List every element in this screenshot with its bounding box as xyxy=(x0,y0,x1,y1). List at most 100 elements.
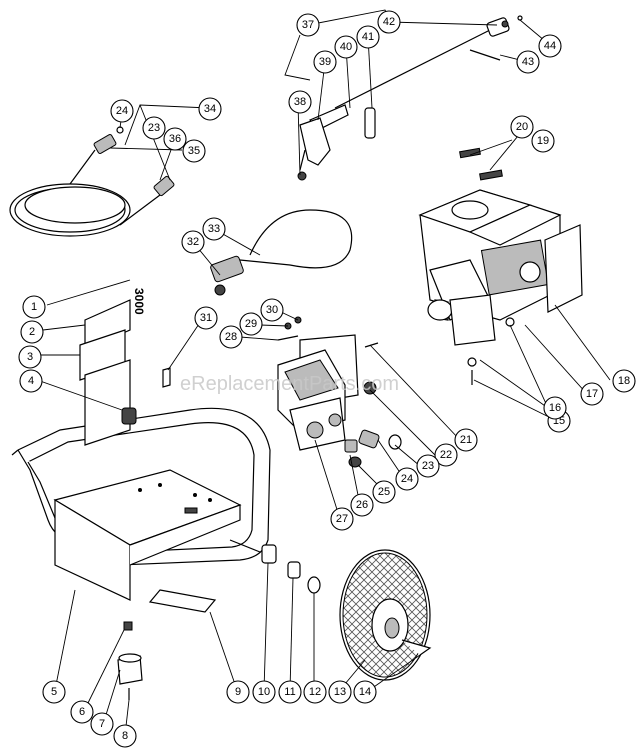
callout-5: 5 xyxy=(42,680,66,704)
svg-text:34: 34 xyxy=(204,103,216,115)
svg-text:8: 8 xyxy=(122,730,128,742)
engine-model-label: 3000 xyxy=(132,288,146,315)
callout-23: 23 xyxy=(416,454,440,478)
svg-text:7: 7 xyxy=(99,718,105,730)
svg-text:16: 16 xyxy=(549,402,561,414)
callout-21: 21 xyxy=(454,428,478,452)
svg-text:3: 3 xyxy=(27,351,33,363)
callout-12: 12 xyxy=(303,680,327,704)
svg-text:28: 28 xyxy=(225,331,237,343)
svg-text:42: 42 xyxy=(383,16,395,28)
callout-6: 6 xyxy=(70,700,94,724)
callout-10: 10 xyxy=(252,680,276,704)
callout-37: 37 xyxy=(296,13,320,37)
pump-part xyxy=(277,316,402,468)
svg-text:41: 41 xyxy=(362,31,374,43)
callout-24b: 24 xyxy=(110,99,134,123)
rubber-foot xyxy=(117,621,143,700)
callout-13: 13 xyxy=(328,680,352,704)
svg-text:35: 35 xyxy=(188,145,200,157)
svg-text:33: 33 xyxy=(208,223,220,235)
watermark: eReplacementParts.com xyxy=(180,373,399,395)
axle-spacers xyxy=(261,544,321,594)
callout-32: 32 xyxy=(181,230,205,254)
callout-26: 26 xyxy=(350,493,374,517)
garden-hose-adapter xyxy=(210,209,353,296)
callout-9: 9 xyxy=(226,680,250,704)
svg-text:12: 12 xyxy=(309,686,321,698)
callout-40: 40 xyxy=(334,35,358,59)
callout-11: 11 xyxy=(278,680,302,704)
svg-text:2: 2 xyxy=(29,326,35,338)
callout-4: 4 xyxy=(19,369,43,393)
bumper-and-screw xyxy=(121,367,171,425)
callout-30: 30 xyxy=(260,298,284,322)
svg-text:25: 25 xyxy=(378,486,390,498)
high-pressure-hose xyxy=(9,126,175,237)
callout-group: 1 2 3 4 5 6 7 8 9 10 11 12 13 14 15 16 1… xyxy=(18,10,636,748)
svg-text:44: 44 xyxy=(544,40,556,52)
svg-text:27: 27 xyxy=(336,513,348,525)
svg-text:29: 29 xyxy=(245,318,257,330)
svg-text:21: 21 xyxy=(460,434,472,446)
svg-text:39: 39 xyxy=(319,56,331,68)
svg-text:19: 19 xyxy=(537,135,549,147)
svg-text:22: 22 xyxy=(440,449,452,461)
callout-35: 35 xyxy=(182,139,206,163)
frame-part xyxy=(11,299,271,613)
callout-2: 2 xyxy=(20,320,44,344)
callout-33: 33 xyxy=(202,217,226,241)
svg-text:10: 10 xyxy=(258,686,270,698)
svg-text:37: 37 xyxy=(302,19,314,31)
callout-31: 31 xyxy=(194,306,218,330)
svg-text:31: 31 xyxy=(200,312,212,324)
callout-27: 27 xyxy=(330,507,354,531)
svg-text:30: 30 xyxy=(266,304,278,316)
svg-text:26: 26 xyxy=(356,499,368,511)
svg-text:1: 1 xyxy=(31,301,37,313)
callout-22: 22 xyxy=(434,443,458,467)
callout-42: 42 xyxy=(377,10,401,34)
svg-text:14: 14 xyxy=(359,686,371,698)
callout-43: 43 xyxy=(516,50,540,74)
svg-text:11: 11 xyxy=(284,686,295,698)
callout-20: 20 xyxy=(510,115,534,139)
svg-text:43: 43 xyxy=(522,56,534,68)
svg-text:5: 5 xyxy=(51,686,57,698)
svg-text:13: 13 xyxy=(334,686,346,698)
callout-8: 8 xyxy=(113,724,137,748)
wheel-part xyxy=(339,549,432,681)
svg-text:36: 36 xyxy=(169,133,181,145)
svg-text:24: 24 xyxy=(401,473,413,485)
svg-text:23: 23 xyxy=(422,460,434,472)
callout-29: 29 xyxy=(239,312,263,336)
callout-17: 17 xyxy=(580,382,604,406)
callout-44: 44 xyxy=(538,34,562,58)
svg-text:18: 18 xyxy=(618,375,630,387)
callout-25: 25 xyxy=(372,480,396,504)
callout-14: 14 xyxy=(353,680,377,704)
svg-text:23: 23 xyxy=(148,122,160,134)
callout-18: 18 xyxy=(612,369,636,393)
callout-39: 39 xyxy=(313,50,337,74)
callout-24: 24 xyxy=(395,467,419,491)
callout-16: 16 xyxy=(543,396,567,420)
svg-text:9: 9 xyxy=(235,686,241,698)
svg-text:40: 40 xyxy=(340,41,352,53)
callout-41: 41 xyxy=(356,25,380,49)
svg-text:32: 32 xyxy=(187,236,199,248)
svg-text:17: 17 xyxy=(586,388,598,400)
callout-19: 19 xyxy=(531,129,555,153)
callout-38: 38 xyxy=(288,90,312,114)
callout-3: 3 xyxy=(18,345,42,369)
callout-34: 34 xyxy=(198,97,222,121)
svg-text:38: 38 xyxy=(294,96,306,108)
svg-text:20: 20 xyxy=(516,121,528,133)
engine-part xyxy=(418,147,583,385)
callout-7: 7 xyxy=(90,712,114,736)
callout-28: 28 xyxy=(219,325,243,349)
svg-text:6: 6 xyxy=(79,706,85,718)
svg-text:4: 4 xyxy=(28,375,34,387)
callout-1: 1 xyxy=(22,295,46,319)
